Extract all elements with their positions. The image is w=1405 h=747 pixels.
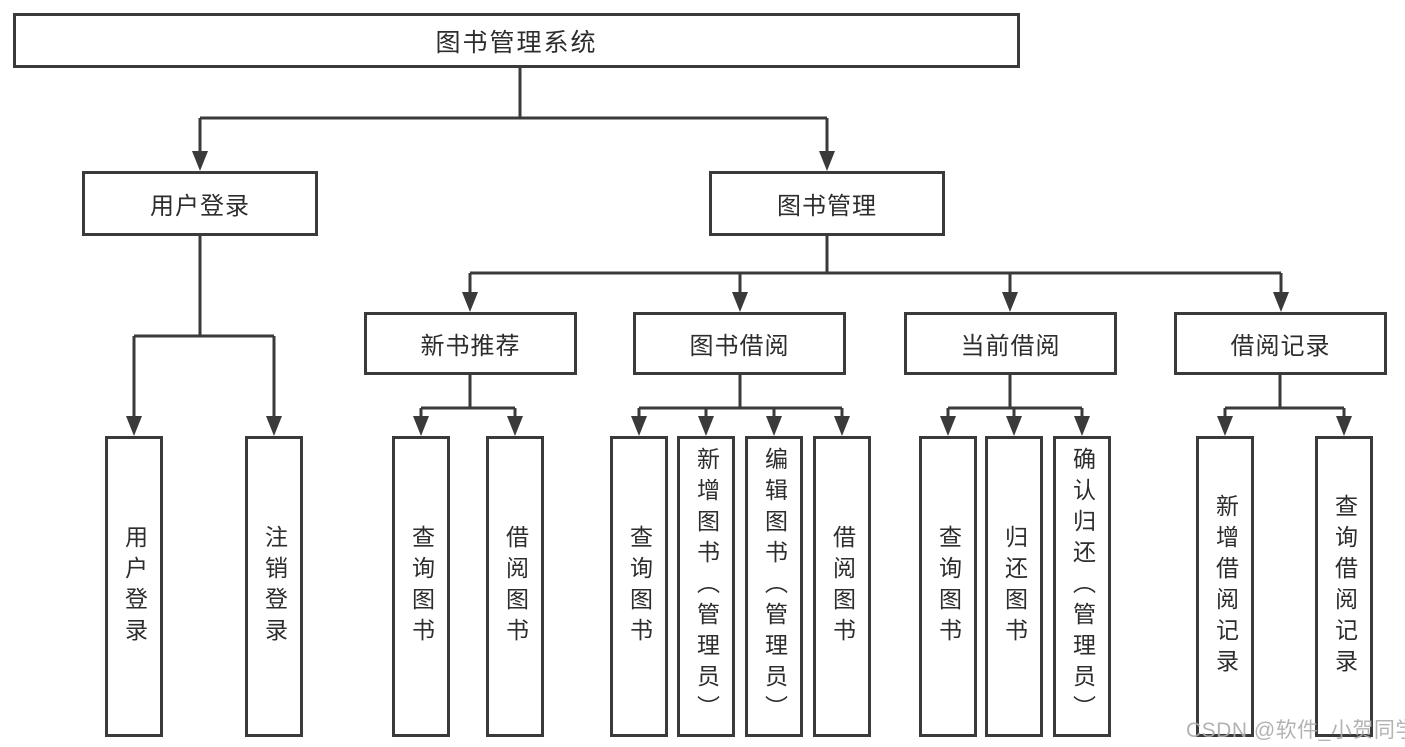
leaf-edit-book-admin: 编辑图书（管理员）	[745, 436, 803, 737]
node-book-management: 图书管理	[709, 171, 945, 236]
leaf-borrow-books: 借阅图书	[813, 436, 871, 737]
csdn-watermark: CSDN @软件_小贺同学	[1186, 719, 1405, 742]
node-current-borrow: 当前借阅	[904, 312, 1117, 375]
node-root-system: 图书管理系统	[13, 13, 1020, 68]
leaf-return-book: 归还图书	[985, 436, 1043, 737]
leaf-logout: 注销登录	[245, 436, 303, 737]
leaf-borrow-books-recommend: 借阅图书	[486, 436, 544, 737]
leaf-add-borrow-record: 新增借阅记录	[1196, 436, 1254, 737]
arrowheads	[126, 151, 1352, 436]
node-borrow-records: 借阅记录	[1174, 312, 1387, 375]
leaf-query-borrow-record: 查询借阅记录	[1315, 436, 1373, 737]
node-user-login: 用户登录	[82, 171, 318, 236]
node-new-book-recommend: 新书推荐	[364, 312, 577, 375]
leaf-query-books-recommend: 查询图书	[392, 436, 450, 737]
leaf-user-login: 用户登录	[105, 436, 163, 737]
leaf-query-books-borrow: 查询图书	[610, 436, 668, 737]
leaf-confirm-return-admin: 确认归还（管理员）	[1053, 436, 1111, 737]
leaf-add-book-admin: 新增图书（管理员）	[677, 436, 735, 737]
node-book-borrow: 图书借阅	[633, 312, 846, 375]
leaf-query-books-current: 查询图书	[919, 436, 977, 737]
